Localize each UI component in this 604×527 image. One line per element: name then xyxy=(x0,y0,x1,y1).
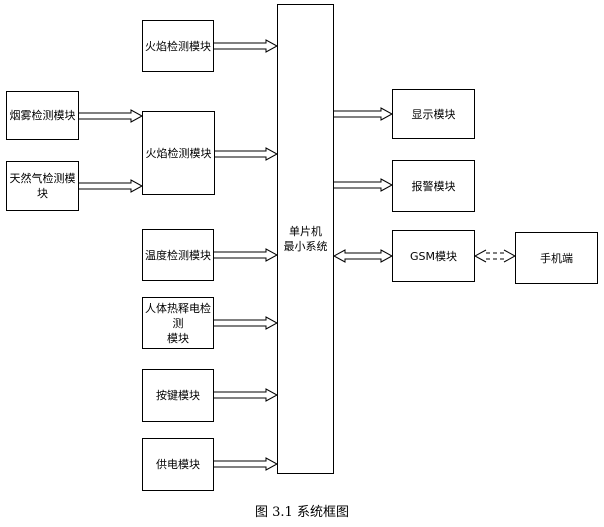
mcu-label-line1: 单片机 xyxy=(289,225,322,238)
flame-detection-module-mid: 火焰检测模块 xyxy=(142,111,215,195)
power-supply-module-label: 供电模块 xyxy=(156,458,200,471)
smoke-detection-module: 烟雾检测模块 xyxy=(6,91,79,140)
alarm-module-label: 报警模块 xyxy=(411,179,456,193)
key-module: 按键模块 xyxy=(142,369,214,422)
mobile-phone-terminal-label: 手机端 xyxy=(540,251,573,265)
smoke-detection-module-label: 烟雾检测模块 xyxy=(9,109,76,122)
mobile-phone-terminal: 手机端 xyxy=(515,232,598,284)
flame-detection-module-top: 火焰检测模块 xyxy=(142,20,214,72)
arrow-gsm-phone-right-head xyxy=(503,249,517,263)
flame-detection-module-top-label: 火焰检测模块 xyxy=(145,39,211,53)
gsm-module: GSM模块 xyxy=(392,230,475,282)
arrow-mcu-gsm-bidirectional xyxy=(332,249,394,263)
temperature-detection-module-label: 温度检测模块 xyxy=(145,248,211,262)
arrow-gsm-phone-left-head xyxy=(473,249,487,263)
gas-detection-module-label: 天然气检测模块 xyxy=(9,172,76,200)
arrow-gas-to-flame-mid xyxy=(79,179,144,193)
display-module-label: 显示模块 xyxy=(411,107,456,121)
display-module: 显示模块 xyxy=(392,89,475,139)
alarm-module: 报警模块 xyxy=(392,160,475,212)
pyroelectric-detection-module-label-line2: 模块 xyxy=(167,331,189,345)
arrow-flame-mid-to-mcu xyxy=(215,147,279,161)
arrow-power-to-mcu xyxy=(214,457,279,471)
figure-caption: 图 3.1 系统框图 xyxy=(255,505,349,520)
key-module-label: 按键模块 xyxy=(156,389,200,402)
mcu-minimum-system: 单片机 最小系统 xyxy=(277,4,334,474)
arrow-mcu-to-alarm xyxy=(334,178,394,192)
flame-detection-module-mid-label: 火焰检测模块 xyxy=(145,146,212,160)
arrow-smoke-to-flame-mid xyxy=(79,109,144,123)
power-supply-module: 供电模块 xyxy=(142,438,214,491)
pyroelectric-detection-module: 人体热释电检测 模块 xyxy=(142,297,214,349)
temperature-detection-module: 温度检测模块 xyxy=(142,229,214,281)
gas-detection-module: 天然气检测模块 xyxy=(6,161,79,211)
gsm-module-label: GSM模块 xyxy=(410,249,457,263)
arrow-temperature-to-mcu xyxy=(214,248,279,262)
pyroelectric-detection-module-label-line1: 人体热释电检测 xyxy=(145,301,211,330)
arrow-mcu-to-display xyxy=(334,107,394,121)
arrow-keys-to-mcu xyxy=(214,388,279,402)
arrow-pyro-to-mcu xyxy=(214,316,279,330)
mcu-label-line2: 最小系统 xyxy=(283,240,328,253)
arrow-flame-top-to-mcu xyxy=(214,39,279,53)
